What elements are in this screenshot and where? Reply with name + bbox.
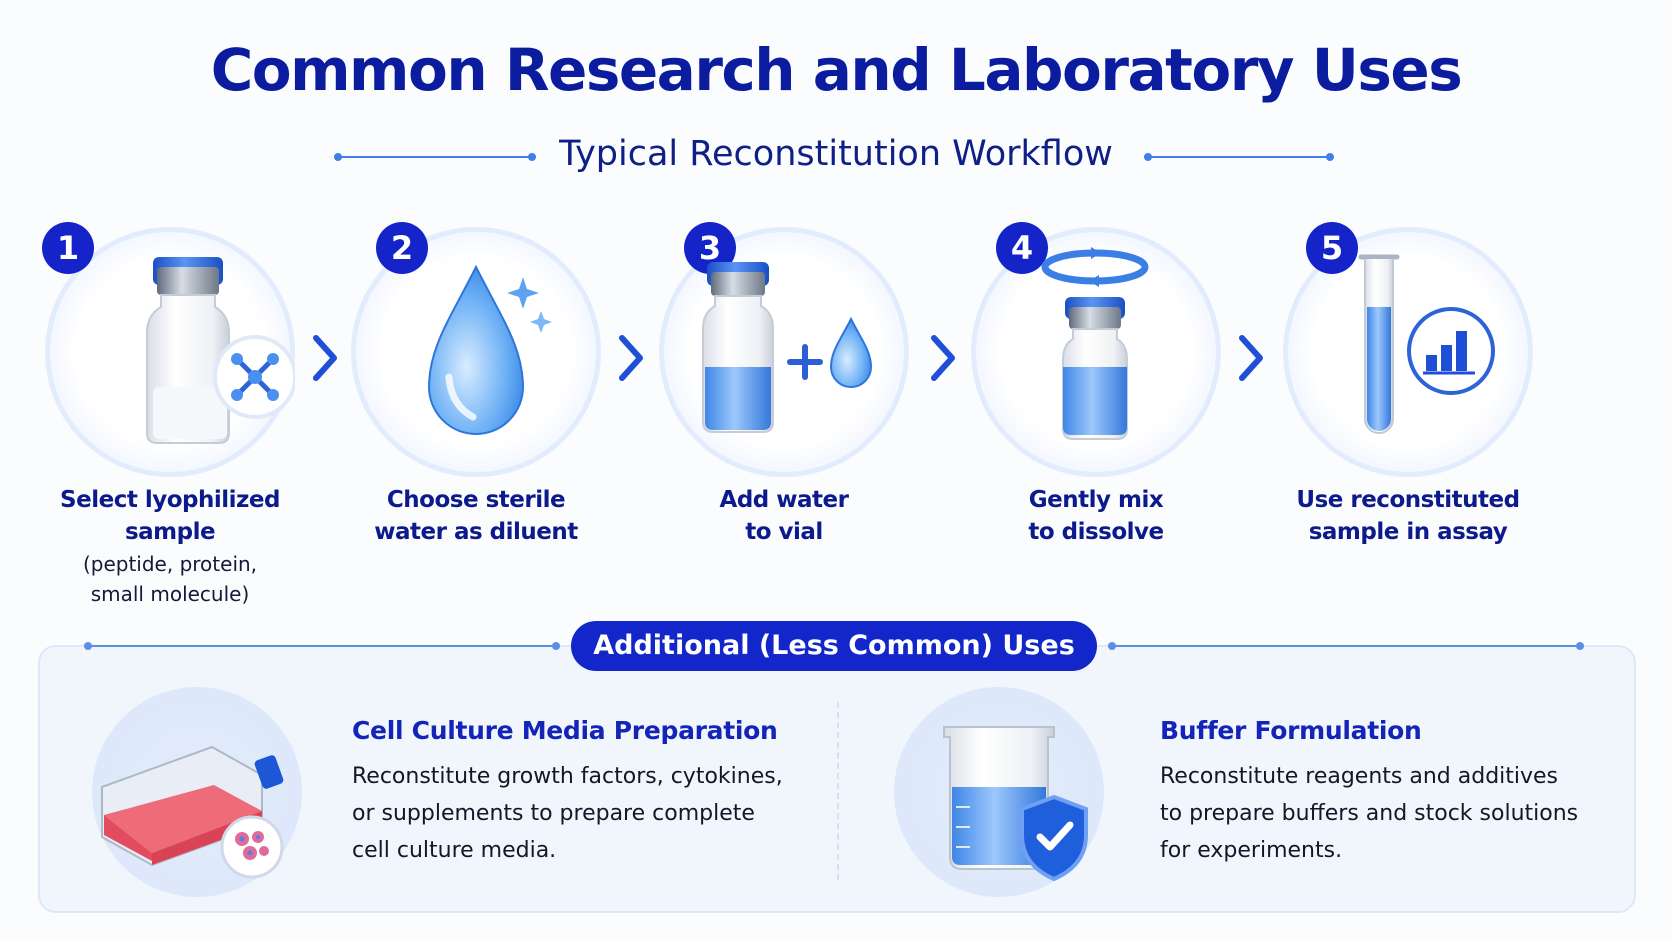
vial-swirl-icon: [1041, 247, 1149, 440]
step-label: Gently mix to dissolve: [1028, 487, 1164, 545]
step-label: Use reconstituted sample in assay: [1296, 487, 1520, 545]
chevron-right-icon: [1239, 335, 1263, 381]
chevron-right-icon: [931, 335, 955, 381]
workflow-step-3: 3 Add water to vial: [634, 222, 934, 582]
step-number-badge: 1: [42, 222, 94, 274]
subtitle-rule-right: [1144, 153, 1334, 161]
culture-flask-icon: [101, 745, 284, 879]
panel-rule-right: [1108, 642, 1584, 650]
chevron-right-icon: [313, 335, 337, 381]
step-number-badge: 2: [376, 222, 428, 274]
subtitle: Typical Reconstitution Workflow: [559, 134, 1113, 174]
subtitle-row: Typical Reconstitution Workflow: [0, 134, 1672, 184]
culture-flask-illustration: [92, 687, 302, 897]
use-description: Reconstitute growth factors, cytokines, …: [352, 764, 783, 863]
test-tube-chart-icon: [1358, 254, 1495, 434]
step-number-badge: 5: [1306, 222, 1358, 274]
panel-divider: [837, 702, 839, 880]
page-title: Common Research and Laboratory Uses: [210, 36, 1463, 104]
step-number-badge: 4: [996, 222, 1048, 274]
use-title: Cell Culture Media Preparation: [352, 716, 778, 745]
water-drop-icon: [427, 264, 552, 435]
panel-rule-left: [84, 642, 560, 650]
vial-molecule-icon: [146, 257, 295, 444]
beaker-shield-icon: [943, 726, 1088, 882]
step-label: Choose sterile water as diluent: [374, 487, 578, 545]
step-label: Select lyophilized sample: [60, 487, 280, 545]
step-label: Add water to vial: [719, 487, 849, 545]
use-title: Buffer Formulation: [1160, 716, 1422, 745]
workflow-step-5: 5 Use reconstituted sample in assay: [1258, 222, 1558, 582]
subtitle-rule-left: [334, 153, 536, 161]
chevron-right-icon: [619, 335, 643, 381]
workflow-step-1: 1 Select lyophilized sample (peptide, pr…: [20, 222, 320, 606]
workflow-step-2: 2 Choose sterile water as diluent: [326, 222, 626, 582]
use-description: Reconstitute reagents and additives to p…: [1160, 764, 1579, 863]
beaker-illustration: [894, 687, 1104, 897]
additional-uses-heading: Additional (Less Common) Uses: [571, 621, 1097, 671]
step-description: (peptide, protein, small molecule): [82, 552, 258, 606]
vial-plus-drop-icon: [702, 262, 873, 433]
workflow-step-4: 4 Gently mix to dissolve: [946, 222, 1246, 582]
